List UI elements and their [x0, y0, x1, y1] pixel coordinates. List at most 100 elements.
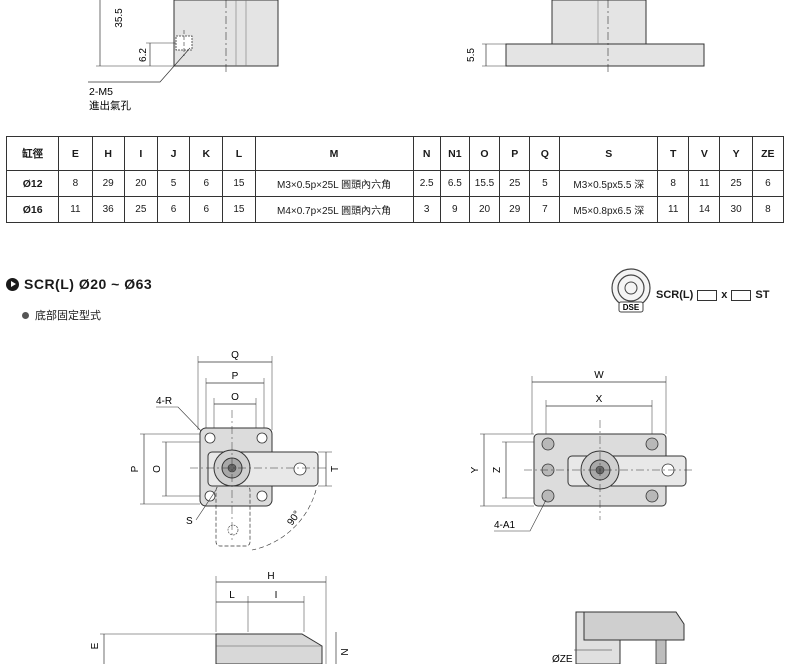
section-title-text: SCR(L) Ø20 ~ Ø63 [24, 276, 153, 292]
header-cell: L [222, 136, 256, 171]
header-cell: V [688, 136, 721, 171]
dim-Y: Y [470, 466, 481, 473]
table-header-row: 缸徑 E H I J K L M N N1 O P Q S T V Y ZE [5, 136, 785, 171]
dim-Z: Z [492, 467, 503, 473]
table-cell: 15.5 [468, 170, 501, 197]
table-cell: 8 [58, 170, 93, 197]
header-cell: O [468, 136, 501, 171]
dim-H: H [267, 571, 274, 582]
dim-O-top: O [231, 392, 239, 403]
table-cell: 30 [719, 196, 753, 223]
dim-T: T [330, 466, 341, 472]
table-cell: 25 [719, 170, 753, 197]
logo-text: DSE [623, 303, 640, 312]
left-top-view: Q P O 4-R P O T 90° S [130, 350, 341, 551]
section-title: SCR(L) Ø20 ~ Ø63 [6, 276, 152, 292]
side-clamp-arm [215, 633, 323, 664]
table-cell: 9 [439, 196, 470, 223]
table-cell: Ø16 [5, 196, 60, 223]
spec-table: 缸徑 E H I J K L M N N1 O P Q S T V Y ZE Ø… [5, 136, 785, 223]
dim-5-5: 5.5 [466, 48, 477, 62]
table-cell: 15 [222, 196, 256, 223]
table-row: Ø16 11 36 25 6 6 15 M4×0.7p×25L 圓頭內六角 3 … [5, 196, 785, 223]
table-cell: M3×0.5px5.5 深 [559, 170, 659, 197]
bullet-icon [22, 311, 29, 319]
table-cell: 15 [222, 170, 256, 197]
table-cell: Ø12 [5, 170, 60, 197]
model-code: SCR(L) x ST [656, 289, 769, 301]
header-cell: S [559, 136, 659, 171]
table-cell: 6 [189, 170, 224, 197]
table-cell: 5 [529, 170, 561, 197]
table-cell: 8 [657, 170, 690, 197]
dim-X: X [596, 394, 603, 405]
right-top-view: W X Y Z 4-A1 [470, 370, 692, 532]
table-cell: 6 [156, 196, 191, 223]
table-cell: 25 [499, 170, 531, 197]
table-cell: 3 [412, 196, 441, 223]
header-cell: J [156, 136, 191, 171]
table-cell: 7 [529, 196, 561, 223]
dim-N: N [340, 648, 351, 655]
table-cell: M5×0.8px6.5 深 [559, 196, 659, 223]
dim-4R: 4-R [156, 396, 172, 407]
header-cell: I [123, 136, 158, 171]
table-cell: 11 [688, 170, 721, 197]
model-x: x [721, 289, 728, 301]
table-cell: 20 [468, 196, 501, 223]
header-cell: N [412, 136, 441, 171]
table-cell: 11 [657, 196, 690, 223]
model-placeholder-box [697, 289, 718, 301]
table-cell: M4×0.7p×25L 圓頭內六角 [254, 196, 414, 223]
dim-4A1: 4-A1 [494, 520, 516, 531]
table-cell: 14 [688, 196, 721, 223]
dim-angle: 90° [285, 509, 303, 528]
table-cell: 25 [123, 196, 158, 223]
table-cell: 8 [751, 196, 785, 223]
header-cell: E [58, 136, 93, 171]
header-cell: M [254, 136, 414, 171]
table-cell: 20 [123, 170, 158, 197]
dim-35-5: 35.5 [114, 8, 125, 28]
header-cell: N1 [439, 136, 470, 171]
table-cell: 6 [189, 196, 224, 223]
brand-logo-icon: DSE [611, 268, 651, 313]
dim-P-side: P [130, 465, 141, 472]
header-cell: K [189, 136, 224, 171]
table-cell: 29 [91, 170, 125, 197]
table-cell: M3×0.5p×25L 圓頭內六角 [254, 170, 414, 197]
subtitle-text: 底部固定型式 [35, 310, 101, 322]
model-placeholder-box [731, 289, 752, 301]
table-cell: 6 [751, 170, 785, 197]
header-cell: Q [529, 136, 561, 171]
dim-P-top: P [232, 371, 239, 382]
table-cell: 11 [58, 196, 93, 223]
play-circle-icon [6, 277, 19, 291]
port-desc: 進出氣孔 [89, 99, 131, 112]
model-prefix: SCR(L) [656, 289, 694, 301]
base-flange [505, 43, 705, 67]
dim-E: E [90, 642, 101, 649]
dim-L: L [229, 590, 235, 601]
top-side-view: 35.5 6.2 2-M5 進出氣孔 5.5 [88, 0, 705, 112]
header-cell: ZE [751, 136, 785, 171]
bottom-side-view: H L I E N [90, 571, 351, 664]
table-cell: 2.5 [412, 170, 441, 197]
cylinder-body-right [551, 0, 647, 45]
table-cell: 36 [91, 196, 125, 223]
port-label: 2-M5 [89, 86, 113, 98]
dim-O-side: O [152, 465, 163, 473]
table-cell: 6.5 [439, 170, 470, 197]
dim-6-2: 6.2 [138, 48, 149, 62]
table-cell: 29 [499, 196, 531, 223]
dim-ZE: ØZE [552, 654, 573, 664]
header-cell: 缸徑 [5, 136, 60, 171]
table-cell: 5 [156, 170, 191, 197]
dim-I: I [275, 590, 278, 601]
header-cell: T [657, 136, 690, 171]
header-cell: H [91, 136, 125, 171]
dim-Q: Q [231, 350, 239, 361]
model-suffix: ST [755, 289, 770, 301]
header-cell: P [499, 136, 531, 171]
header-cell: Y [719, 136, 753, 171]
